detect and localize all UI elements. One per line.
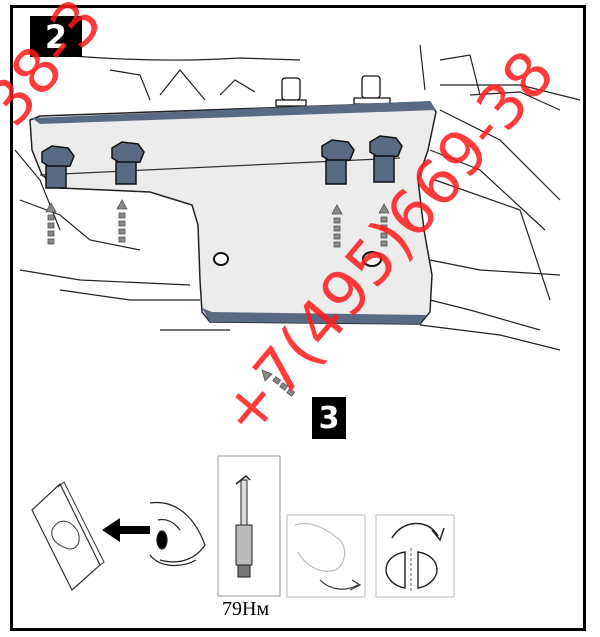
arrow-bolt-2 bbox=[116, 199, 128, 243]
eye-icon bbox=[149, 501, 206, 566]
hand-tighten-icon bbox=[286, 514, 366, 598]
bolt-1 bbox=[41, 145, 75, 189]
skid-plate bbox=[29, 101, 437, 325]
arrow-left-icon bbox=[102, 518, 150, 542]
bolt-2 bbox=[111, 141, 145, 185]
arrow-step-3 bbox=[261, 369, 296, 397]
insertion-arrows bbox=[45, 199, 390, 397]
bolt-3 bbox=[321, 139, 355, 185]
torque-value-label: 79Нм bbox=[222, 598, 270, 620]
manual-book-icon bbox=[31, 481, 105, 591]
step-number-badge-secondary: 3 bbox=[312, 397, 346, 439]
rotate-icon bbox=[375, 514, 455, 598]
mounting-studs bbox=[275, 75, 391, 107]
arrow-bolt-1 bbox=[45, 202, 57, 245]
step-number-badge: 2 bbox=[30, 16, 82, 57]
torque-wrench-icon bbox=[217, 455, 281, 597]
vehicle-underbody-lines bbox=[14, 44, 581, 351]
arrow-bolt-3 bbox=[331, 204, 343, 248]
arrow-bolt-4 bbox=[378, 203, 390, 247]
bolt-4 bbox=[369, 135, 403, 183]
